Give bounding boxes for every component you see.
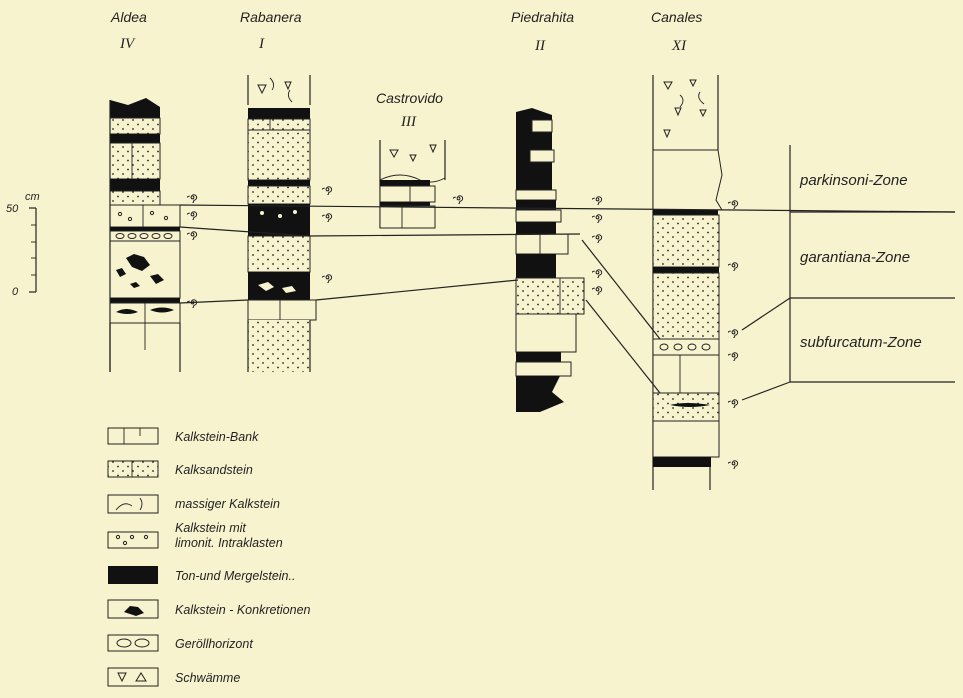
legend-item-kalkstein-intraklasten: Kalkstein mit limonit. Intraklasten bbox=[108, 521, 283, 550]
legend-item-kalkstein-bank: Kalkstein-Bank bbox=[108, 428, 259, 444]
zone-label-garantiana: garantiana-Zone bbox=[800, 249, 910, 266]
section-number-canales: XI bbox=[671, 38, 687, 54]
column-castrovido bbox=[380, 140, 445, 228]
legend-item-ton-mergelstein: Ton-und Mergelstein.. bbox=[108, 566, 295, 584]
section-number-castrovido: III bbox=[400, 114, 417, 130]
legend-label-kalksandstein: Kalksandstein bbox=[175, 463, 253, 477]
zone-label-subfurcatum: subfurcatum-Zone bbox=[800, 334, 922, 351]
legend-item-konkretionen: Kalkstein - Konkretionen bbox=[108, 600, 311, 618]
section-number-piedrahita: II bbox=[534, 38, 546, 54]
section-name-rabanera: Rabanera bbox=[240, 9, 302, 25]
column-rabanera bbox=[248, 75, 316, 372]
scale-bar: 50 cm 0 bbox=[6, 191, 40, 298]
legend-item-schwaemme: Schwämme bbox=[108, 668, 240, 686]
legend-label-konkretionen: Kalkstein - Konkretionen bbox=[175, 603, 311, 617]
legend-item-geroellhorizont: Geröllhorizont bbox=[108, 635, 253, 651]
legend-label-geroellhorizont: Geröllhorizont bbox=[175, 637, 253, 651]
section-name-canales: Canales bbox=[651, 9, 702, 25]
column-piedrahita bbox=[516, 108, 584, 412]
legend-label-schwaemme: Schwämme bbox=[175, 671, 240, 685]
legend-item-kalksandstein: Kalksandstein bbox=[108, 461, 253, 477]
legend: Kalkstein-Bank Kalksandstein massiger Ka… bbox=[108, 428, 311, 686]
zone-table: parkinsoni-Zone garantiana-Zone subfurca… bbox=[742, 145, 955, 400]
section-name-aldea: Aldea bbox=[110, 9, 147, 25]
section-number-aldea: IV bbox=[119, 36, 136, 52]
section-name-castrovido: Castrovido bbox=[376, 90, 443, 106]
legend-label-massiger-kalkstein: massiger Kalkstein bbox=[175, 497, 280, 511]
column-aldea bbox=[110, 98, 180, 372]
legend-label-kalkstein-bank: Kalkstein-Bank bbox=[175, 430, 259, 444]
zone-label-parkinsoni: parkinsoni-Zone bbox=[799, 172, 908, 189]
section-number-rabanera: I bbox=[258, 36, 265, 52]
column-canales bbox=[653, 75, 722, 490]
scale-label-50: 50 bbox=[6, 203, 19, 215]
legend-label-kalkstein-mit: Kalkstein mit bbox=[175, 521, 246, 535]
legend-label-ton-mergelstein: Ton-und Mergelstein.. bbox=[175, 569, 295, 583]
legend-item-massiger-kalkstein: massiger Kalkstein bbox=[108, 495, 280, 513]
section-name-piedrahita: Piedrahita bbox=[511, 9, 574, 25]
scale-label-0: 0 bbox=[12, 286, 19, 298]
legend-label-limonit-intraklasten: limonit. Intraklasten bbox=[175, 536, 283, 550]
scale-unit: cm bbox=[25, 191, 40, 203]
